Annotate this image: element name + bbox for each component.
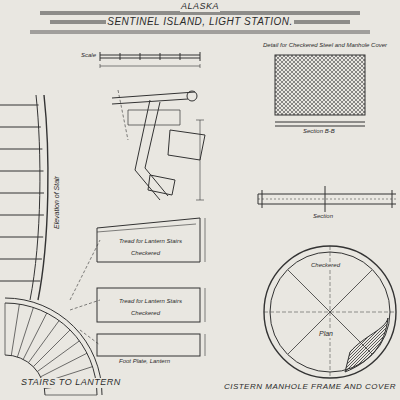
drawing-label: Checkered [310, 262, 341, 269]
view-title: STAIRS TO LANTERN [20, 378, 122, 388]
drawing-label: Scale [80, 52, 97, 59]
drawing-label: Foot Plate, Lantern [118, 358, 171, 365]
drawing-label: Plan [318, 330, 334, 338]
drawing-label: Elevation of Stair [53, 175, 61, 230]
view-title: SENTINEL ISLAND, LIGHT STATION. [106, 16, 294, 27]
drawing-label: Section B-B [302, 128, 336, 135]
drawing-label: Section [312, 213, 334, 220]
view-title: CISTERN MANHOLE FRAME AND COVER [223, 383, 397, 392]
drawing-label: Detail for Checkered Steel and Manhole C… [262, 42, 388, 49]
view-title: ALASKA [180, 2, 220, 12]
drawing-label: Checkered [130, 250, 161, 257]
drawing-label: Tread for Lantern Stairs [118, 298, 183, 305]
drawing-label: Checkered [130, 310, 161, 317]
drawing-label: Tread for Lantern Stairs [118, 238, 183, 245]
